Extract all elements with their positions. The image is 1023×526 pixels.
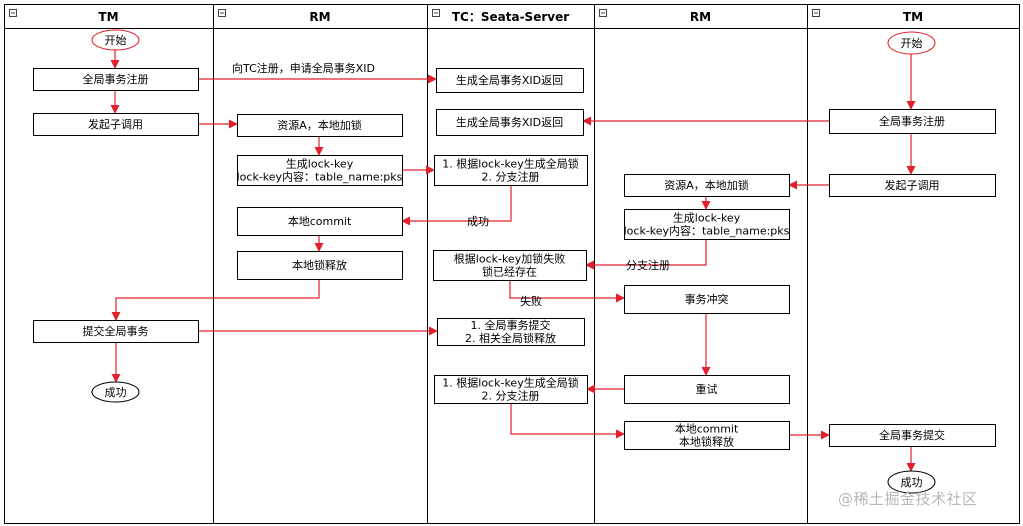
- node-label: 生成lock-key: [286, 157, 354, 171]
- node-label: 发起子调用: [88, 117, 143, 131]
- node-label: 本地commit: [288, 214, 352, 228]
- node-label: 开始: [901, 36, 923, 50]
- node-label: 2. 分支注册: [482, 170, 540, 184]
- node-rm2-lock: 资源A，本地加锁: [624, 174, 790, 197]
- node-label: 2. 相关全局锁释放: [465, 331, 556, 345]
- collapse-icon[interactable]: [9, 9, 17, 17]
- node-label: 锁已经存在: [482, 265, 537, 279]
- node-label: 根据lock-key加锁失败: [454, 252, 565, 266]
- edge-tc-fail-to-conflict: [509, 280, 625, 303]
- node-label: 1. 根据lock-key生成全局锁: [442, 376, 578, 390]
- node-tm1-commit: 提交全局事务: [33, 320, 199, 343]
- node-label: 本地锁释放: [292, 258, 347, 272]
- node-label: 成功: [105, 386, 127, 399]
- node-label: 重试: [696, 382, 718, 396]
- edge-label-register-xid: 向TC注册，申请全局事务XID: [232, 61, 375, 75]
- node-start1: 开始: [91, 29, 140, 51]
- node-label: 生成全局事务XID返回: [456, 73, 563, 87]
- node-label: 1. 全局事务提交: [471, 318, 551, 332]
- collapse-icon[interactable]: [812, 9, 820, 17]
- node-label: 资源A，本地加锁: [664, 178, 749, 192]
- edges: [110, 50, 916, 472]
- node-label: 本地commit: [675, 422, 739, 436]
- collapse-icon[interactable]: [599, 9, 607, 17]
- node-label: 发起子调用: [885, 178, 940, 192]
- node-tm1-register: 全局事务注册: [33, 68, 199, 91]
- edge-label-success: 成功: [467, 215, 489, 228]
- nodes: 开始全局事务注册发起子调用提交全局事务成功资源A，本地加锁生成lock-keyl…: [33, 29, 996, 494]
- lane-title: TC：Seata-Server: [452, 10, 569, 24]
- lane-title: RM: [690, 10, 711, 24]
- node-label: 生成全局事务XID返回: [456, 115, 563, 129]
- edge-label-fail: 失败: [520, 294, 542, 308]
- node-end2: 成功: [887, 470, 936, 494]
- node-end1: 成功: [91, 381, 140, 403]
- lane-title: TM: [98, 10, 118, 24]
- node-rm2-retry: 重试: [624, 375, 790, 404]
- node-label: 成功: [901, 476, 923, 489]
- node-rm1-lock: 资源A，本地加锁: [237, 114, 403, 137]
- node-tc-xid2: 生成全局事务XID返回: [436, 109, 584, 136]
- node-tm1-invoke: 发起子调用: [33, 113, 199, 136]
- node-label: 事务冲突: [685, 292, 729, 306]
- node-rm2-conflict: 事务冲突: [624, 285, 790, 314]
- node-tm2-register: 全局事务注册: [829, 109, 996, 134]
- node-label: 资源A，本地加锁: [277, 118, 362, 132]
- node-label: 开始: [105, 33, 127, 47]
- collapse-icon[interactable]: [432, 9, 440, 17]
- node-tc-xid1: 生成全局事务XID返回: [436, 68, 584, 93]
- collapse-icon[interactable]: [218, 9, 226, 17]
- node-rm1-commit: 本地commit: [237, 207, 403, 236]
- edge-release-to-tm-commit: [111, 279, 320, 321]
- edge-tc-branch2-to-rm2-commit: [510, 403, 625, 439]
- node-label: 生成lock-key: [673, 211, 741, 225]
- node-label: lock-key内容：table_name:pks: [237, 170, 403, 184]
- node-tm2-commit: 全局事务提交: [829, 424, 996, 447]
- lane-title: RM: [309, 10, 330, 24]
- node-start2: 开始: [887, 31, 936, 55]
- edge-rm2-lockkey-to-tc-fail: [585, 239, 707, 270]
- node-label: 提交全局事务: [83, 324, 149, 338]
- node-tm2-invoke: 发起子调用: [829, 174, 996, 197]
- edge-label-branch-register: 分支注册: [626, 258, 670, 272]
- edge-tc-branch-to-commit: [401, 185, 512, 226]
- node-label: 1. 根据lock-key生成全局锁: [442, 157, 578, 171]
- node-label: 全局事务注册: [83, 72, 149, 86]
- node-label: 全局事务提交: [879, 428, 945, 442]
- node-label: 全局事务注册: [879, 114, 945, 128]
- node-label: 2. 分支注册: [482, 389, 540, 403]
- node-label: lock-key内容：table_name:pks: [624, 224, 790, 238]
- node-rm1-release: 本地锁释放: [237, 251, 403, 280]
- node-label: 本地锁释放: [679, 435, 734, 449]
- lane-title: TM: [903, 10, 923, 24]
- watermark: @稀土掘金技术社区: [838, 490, 978, 508]
